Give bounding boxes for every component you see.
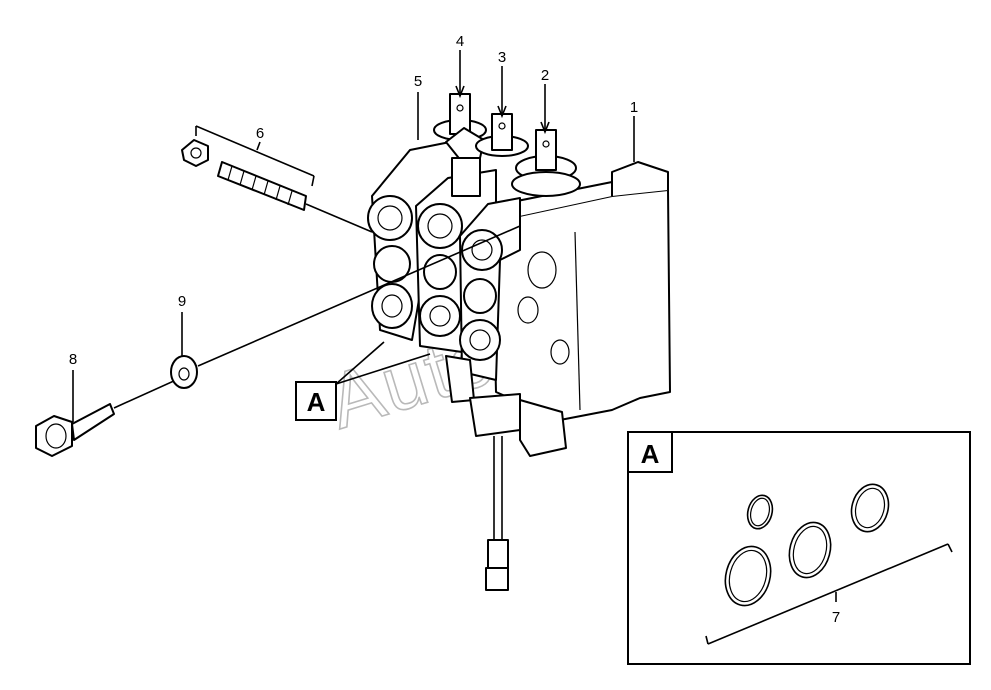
detail-tag-letter: A xyxy=(307,387,326,417)
callout-5: 5 xyxy=(414,73,422,90)
tie-rod-6 xyxy=(181,139,373,233)
valve-section-stack xyxy=(367,139,521,381)
bolt-8 xyxy=(35,379,177,457)
detail-box-letter: A xyxy=(641,439,660,469)
callout-3: 3 xyxy=(498,49,506,66)
detail-box-a: A 7 xyxy=(627,431,971,665)
callout-2: 2 xyxy=(541,67,549,84)
washer-9 xyxy=(170,355,198,389)
callout-1: 1 xyxy=(630,99,638,116)
bolt-axis-line xyxy=(197,225,521,367)
o-ring-seals-7 xyxy=(724,483,890,607)
callout-6: 6 xyxy=(256,125,264,142)
callout-4: 4 xyxy=(456,33,464,50)
spool-levers xyxy=(433,93,581,197)
detail-tag-a: A xyxy=(295,381,337,421)
callout-8: 8 xyxy=(69,351,77,368)
callout-7: 7 xyxy=(832,609,840,626)
callout-9: 9 xyxy=(178,293,186,310)
bottom-fitting-cable xyxy=(445,355,567,591)
leader-lines xyxy=(72,50,635,422)
